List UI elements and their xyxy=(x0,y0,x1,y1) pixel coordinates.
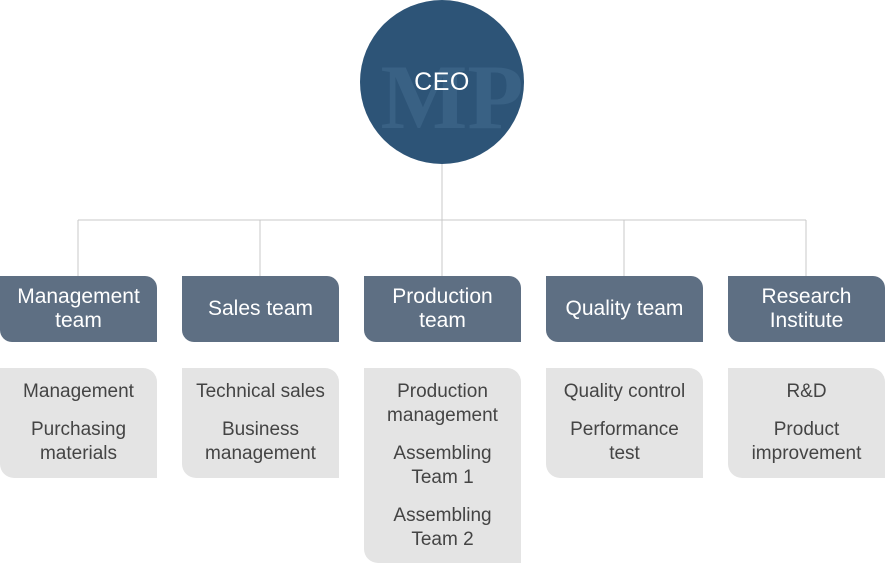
dept-label: Management team xyxy=(17,285,140,332)
management-team-units: Management Purchasing materials xyxy=(0,368,157,478)
unit-item: Performance test xyxy=(570,419,679,464)
dept-production-team[interactable]: Production team xyxy=(364,276,521,342)
sales-team-units: Technical sales Business management xyxy=(182,368,339,478)
unit-item: Assembling Team 1 xyxy=(393,443,492,488)
mp-logo-watermark: MP xyxy=(380,46,523,148)
dept-research-institute[interactable]: Research Institute xyxy=(728,276,885,342)
research-institute-units: R&D Product improvement xyxy=(728,368,885,478)
quality-team-units: Quality control Performance test xyxy=(546,368,703,478)
ceo-label: CEO xyxy=(414,67,470,96)
unit-item: Management xyxy=(23,381,134,402)
dept-sales-team[interactable]: Sales team xyxy=(182,276,339,342)
dept-label: Sales team xyxy=(207,297,314,320)
unit-item: Quality control xyxy=(563,381,686,402)
dept-label: Production team xyxy=(392,285,493,332)
unit-item: Product improvement xyxy=(751,419,862,464)
dept-label: Quality team xyxy=(565,297,684,320)
svg-text:MP: MP xyxy=(380,46,523,148)
unit-item: Purchasing materials xyxy=(30,419,127,464)
dept-quality-team[interactable]: Quality team xyxy=(546,276,703,342)
unit-item: Assembling Team 2 xyxy=(393,505,492,550)
dept-label: Research Institute xyxy=(761,285,852,332)
unit-item: Technical sales xyxy=(196,381,325,402)
production-team-units: Production management Assembling Team 1 … xyxy=(364,368,521,563)
unit-item: Production management xyxy=(387,381,498,426)
unit-item: Business management xyxy=(205,419,316,464)
unit-item: R&D xyxy=(786,381,827,402)
dept-management-team[interactable]: Management team xyxy=(0,276,157,342)
ceo-node[interactable]: MP CEO xyxy=(360,0,524,164)
